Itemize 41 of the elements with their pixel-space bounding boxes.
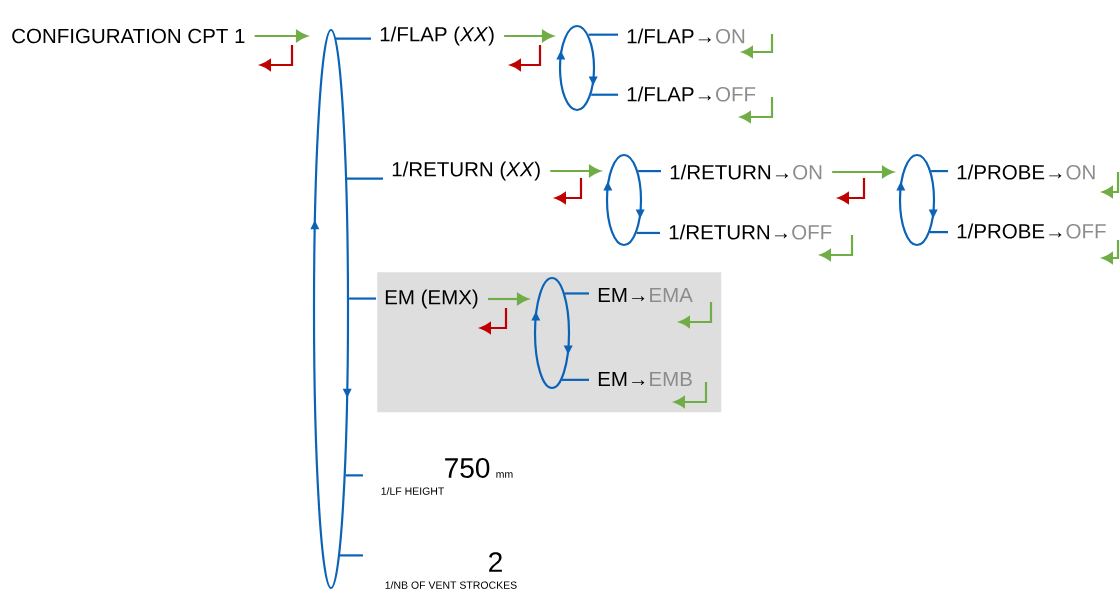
- menu-item: EM→ EMB: [598, 371, 692, 387]
- arrow: [832, 166, 894, 178]
- menu-item: EM→ EMA: [598, 287, 693, 303]
- menu-item: 1/RETURN (XX): [392, 161, 540, 181]
- arrow: [550, 165, 601, 177]
- panel-background: [377, 272, 722, 413]
- menu-item: 1/PROBE→ OFF: [957, 223, 1106, 239]
- menu-item: 1/FLAP→ OFF: [627, 86, 756, 102]
- field-label: 1/NB OF VENT STROCKES: [385, 581, 517, 589]
- menu-item: EM (EMX): [385, 289, 478, 309]
- arrow: [487, 293, 529, 305]
- connector-line: [588, 33, 618, 36]
- value-text: 2: [489, 552, 502, 572]
- loop-oval: [896, 153, 938, 247]
- menu-item: CONFIGURATION CPT 1: [12, 28, 245, 44]
- connector-line: [638, 170, 661, 173]
- connector-line: [339, 554, 363, 557]
- connector-line: [349, 297, 376, 300]
- arrow: [254, 30, 308, 42]
- connector-line: [930, 231, 948, 234]
- connector-line: [345, 474, 363, 477]
- menu-item: 1/RETURN→ ON: [670, 164, 822, 180]
- connector-line: [335, 37, 371, 40]
- menu-item: 1/PROBE→ ON: [957, 164, 1095, 180]
- menu-item: 1/FLAP→ ON: [627, 28, 745, 44]
- connector-line: [591, 93, 618, 96]
- loop-oval: [603, 153, 645, 247]
- value-text: 750: [445, 458, 490, 478]
- menu-item: 1/FLAP (XX): [380, 26, 494, 46]
- field-label: 1/LF HEIGHT: [381, 487, 445, 495]
- connector-line: [561, 378, 589, 381]
- unit-text: mm: [496, 472, 513, 478]
- connector-line: [564, 292, 589, 295]
- arrow: [504, 30, 554, 42]
- connector-line: [931, 170, 948, 173]
- loop-oval: [531, 276, 573, 390]
- connector-line: [636, 231, 660, 235]
- loop-oval: [310, 28, 352, 590]
- menu-item: 1/RETURN→ OFF: [669, 224, 832, 240]
- loop-oval: [556, 24, 598, 112]
- connector-line: [347, 177, 383, 180]
